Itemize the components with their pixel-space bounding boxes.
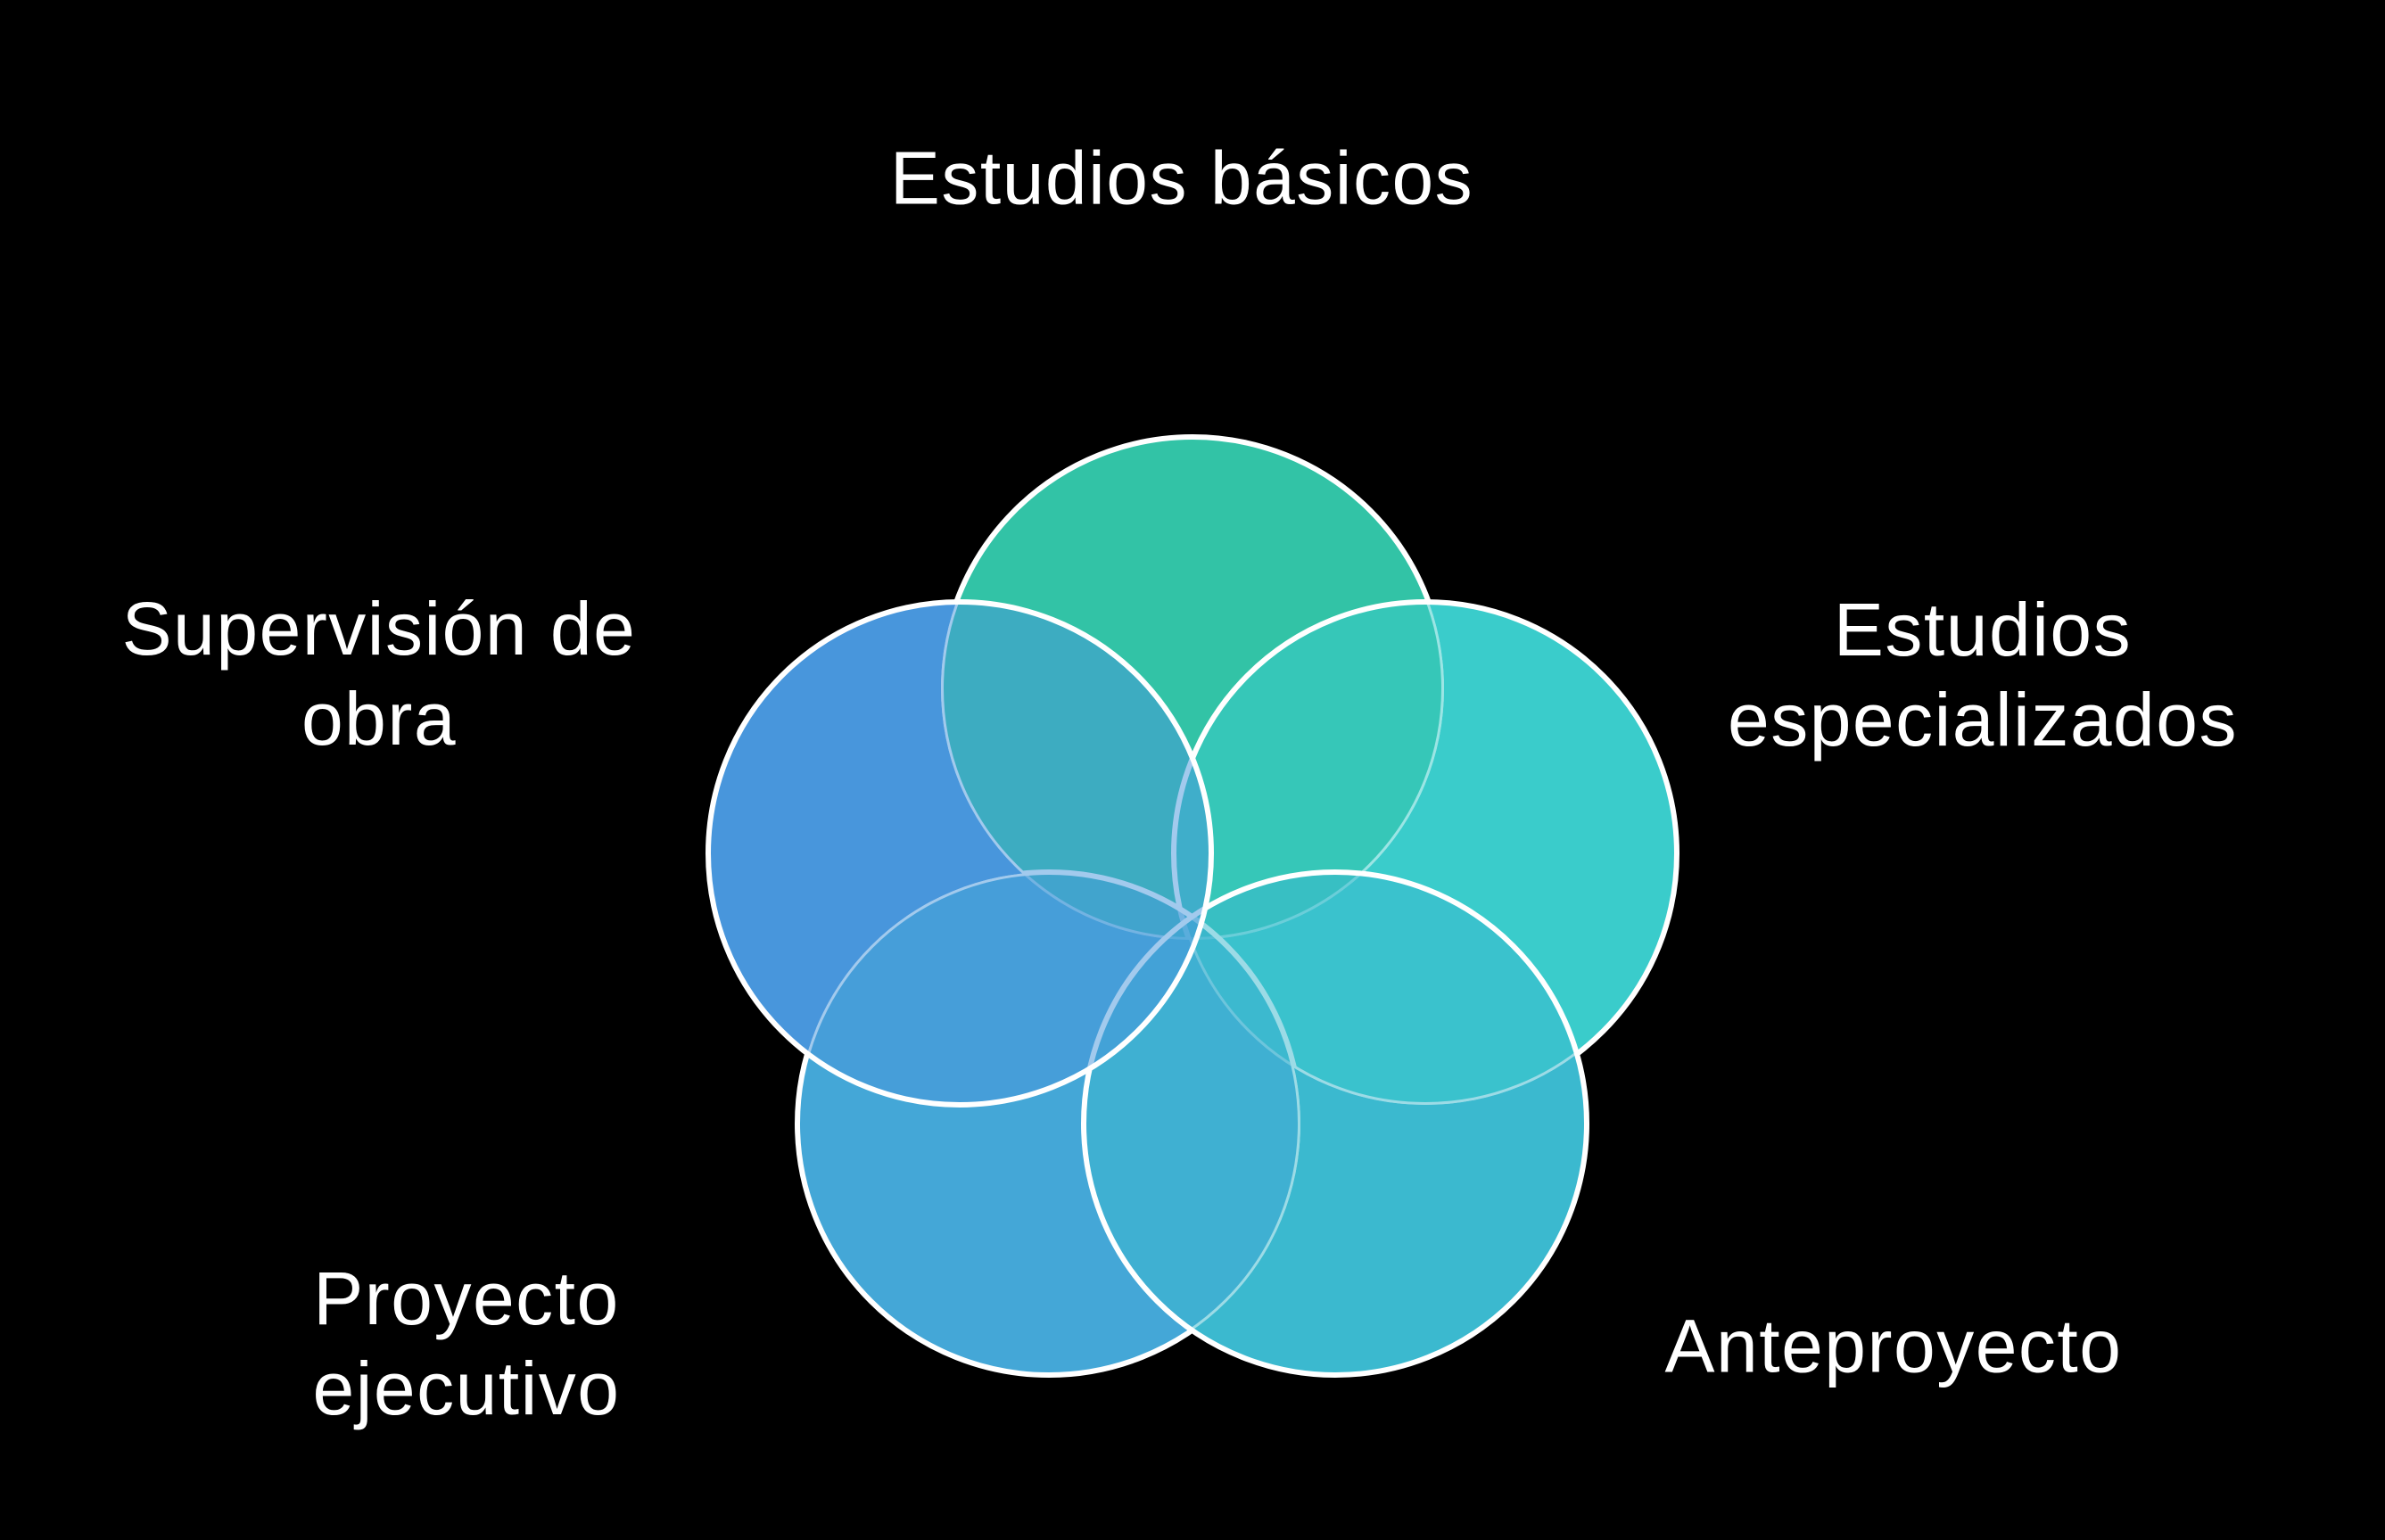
venn-circle-supervision-de-obra-outline	[706, 599, 1214, 1108]
venn-circle-anteproyecto-outline	[1081, 869, 1589, 1378]
venn-circle-supervision-de-obra	[706, 599, 1214, 1108]
label-supervision-de-obra: Supervisión de obra	[121, 587, 637, 761]
label-anteproyecto: Anteproyecto	[1664, 1304, 2123, 1388]
label-proyecto-ejecutivo: Proyecto ejecutivo	[312, 1256, 621, 1430]
label-estudios-basicos: Estudios básicos	[889, 136, 1474, 220]
label-estudios-especializados: Estudios especializados	[1727, 588, 2238, 762]
venn-circle-anteproyecto	[1081, 869, 1589, 1378]
